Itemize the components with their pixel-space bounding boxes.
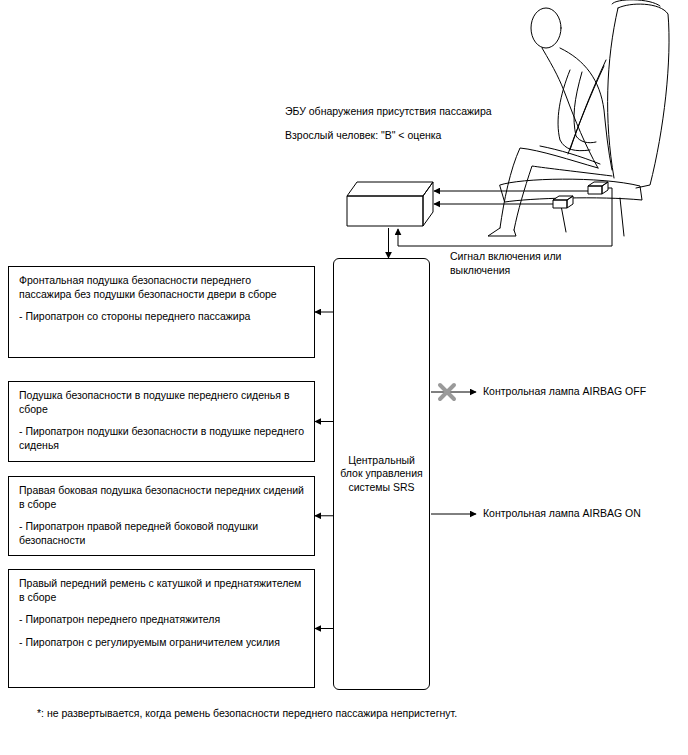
connector [315,421,333,422]
lamp-label: Контрольная лампа AIRBAG OFF [481,385,648,399]
ecu-unit: ЭБУ обнаружения присутствия пассажираВзр… [285,105,520,229]
connector [315,628,333,629]
component-box: Правый передний ремень с катушкой и пред… [8,569,315,688]
node-text: - Пиропатрон подушки безопасности в поду… [19,425,304,452]
node-text: - Пиропатрон с регулируемым ограничителе… [19,636,304,650]
control-unit: Центральный блок управления системы SRS [333,258,430,690]
lamp-arrow [431,392,476,514]
node-text: - Пиропатрон правой передней боковой под… [19,520,304,547]
node-title: Подушка безопасности в подушке переднего… [19,389,304,416]
node-text: Взрослый человек: "B" < оценка [285,129,520,143]
node-text: - Пиропатрон переднего преднатяжителя [19,613,304,627]
node-title: Правый передний ремень с катушкой и пред… [19,577,304,604]
node-title: Центральный блок управления системы SRS [340,454,423,495]
seated-person [488,0,669,236]
node-title: Фронтальная подушка безопасности передне… [19,274,304,301]
node-title: Правая боковая подушка безопасности пере… [19,484,304,511]
node-text: - Пиропатрон со стороны переднего пассаж… [19,310,304,324]
lamp-label: Контрольная лампа AIRBAG ON [481,507,643,521]
off-cross [440,385,454,399]
component-box: Фронтальная подушка безопасности передне… [8,266,315,358]
signal-label: Сигнал включения или выключения [448,250,582,277]
footnote: *: не развертывается, когда ремень безоп… [35,707,459,721]
component-box: Подушка безопасности в подушке переднего… [8,381,315,462]
component-box: Правая боковая подушка безопасности пере… [8,476,315,556]
ecu-box [346,180,435,228]
connector [315,515,333,516]
seat-sensor [553,182,608,208]
node-title: ЭБУ обнаружения присутствия пассажира [285,105,520,119]
connector [315,312,333,313]
connector [388,228,389,258]
